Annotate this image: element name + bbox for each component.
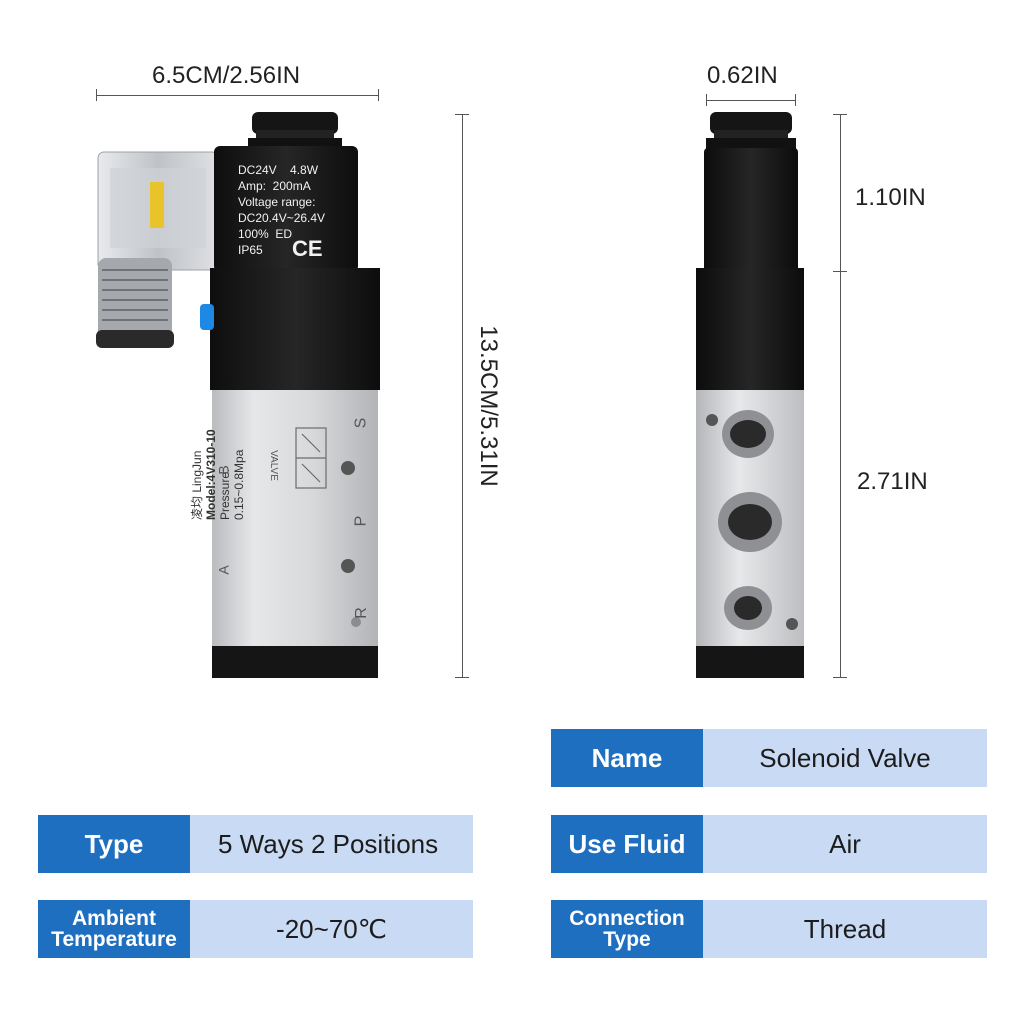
coil-label-line6: IP65 — [238, 243, 263, 257]
spec-value-type: 5 Ways 2 Positions — [190, 815, 473, 873]
spec-key-ambient-temperature: Ambient Temperature — [38, 900, 190, 958]
side-tick-bottom — [833, 677, 847, 678]
side-width-label: 0.62IN — [707, 62, 778, 89]
valve-side-view — [696, 112, 804, 678]
width-dimension-label: 6.5CM/2.56IN — [152, 62, 301, 89]
side-width-tick-right — [795, 94, 796, 106]
side-width-line — [706, 100, 796, 101]
spec-row-use-fluid: Use Fluid Air — [551, 815, 987, 873]
height-dimension-line — [462, 114, 463, 678]
side-width-tick-left — [706, 94, 707, 106]
spec-row-type: Type 5 Ways 2 Positions — [38, 815, 473, 873]
valve-pressure-range: 0.15~0.8Mpa — [232, 449, 246, 520]
spec-key-use-fluid: Use Fluid — [551, 815, 703, 873]
port-b-label: B — [215, 465, 232, 475]
coil-label-line1: DC24V 4.8W — [238, 163, 319, 177]
coil-label-line4: DC20.4V~26.4V — [238, 211, 326, 225]
port-p-label: P — [352, 515, 370, 527]
coil-label-line5: 100% ED — [238, 227, 293, 241]
height-dimension-label: 13.5CM/5.31IN — [475, 325, 502, 487]
spec-value-connection-type: Thread — [703, 900, 987, 958]
valve-model: Model:4V310-10 — [204, 429, 218, 520]
side-tick-top — [833, 114, 847, 115]
coil-label-line2: Amp: 200mA — [238, 179, 311, 193]
side-tick-mid — [833, 271, 847, 272]
coil-label: DC24V 4.8W Amp: 200mA Voltage range: DC2… — [238, 162, 358, 258]
side-top-label: 1.10IN — [855, 184, 926, 211]
valve-pressure-label: Pressure: — [218, 468, 232, 520]
port-r-label: R — [352, 607, 370, 619]
spec-key-type: Type — [38, 815, 190, 873]
valve-brand: 凌均 LingJun — [190, 450, 204, 520]
spec-value-name: Solenoid Valve — [703, 729, 987, 787]
spec-row-ambient-temperature: Ambient Temperature -20~70℃ — [38, 900, 473, 958]
port-a-label: A — [215, 565, 232, 575]
valve-front-view — [96, 112, 380, 678]
port-s-label: S — [352, 417, 370, 429]
width-tick-right — [378, 89, 379, 101]
side-body-label: 2.71IN — [857, 468, 928, 495]
width-tick-left — [96, 89, 97, 101]
height-tick-top — [455, 114, 469, 115]
width-dimension-line — [96, 95, 379, 96]
ce-mark: CE — [292, 236, 323, 261]
valve-body-label: 凌均 LingJun Model:4V310-10 Pressure: 0.15… — [190, 320, 246, 520]
height-tick-bottom — [455, 677, 469, 678]
coil-label-line3: Voltage range: — [238, 195, 316, 209]
side-height-line — [840, 114, 841, 678]
spec-row-connection-type: Connection Type Thread — [551, 900, 987, 958]
spec-key-connection-type: Connection Type — [551, 900, 703, 958]
valve-type-text: VALVE — [267, 450, 279, 481]
spec-value-use-fluid: Air — [703, 815, 987, 873]
spec-value-ambient-temperature: -20~70℃ — [190, 900, 473, 958]
spec-row-name: Name Solenoid Valve — [551, 729, 987, 787]
spec-key-name: Name — [551, 729, 703, 787]
